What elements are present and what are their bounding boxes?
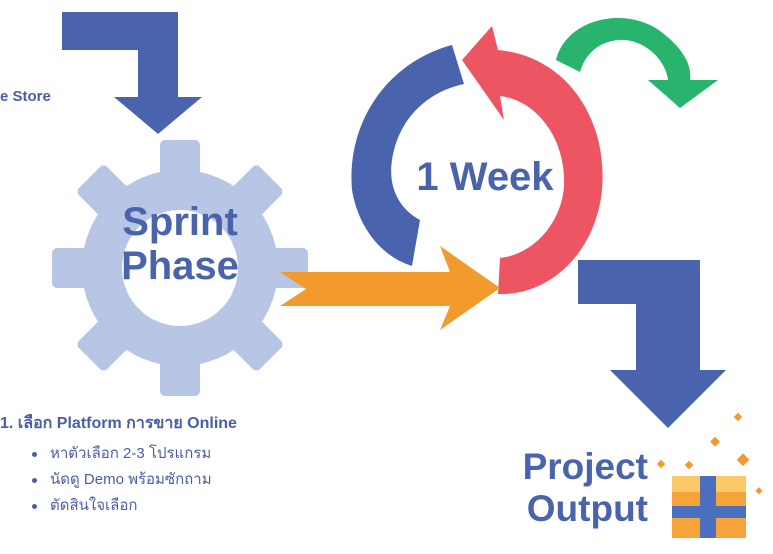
- output-title-line2: Output: [526, 488, 648, 529]
- cycle-arrows-icon: [351, 26, 603, 295]
- sparkle-icon: [656, 412, 763, 495]
- list-item: นัดดู Demo พร้อมซักถาม: [30, 470, 212, 496]
- gift-box-icon: [672, 476, 746, 538]
- right-arrow-icon: [280, 246, 500, 330]
- sprint-title-line1: Sprint: [122, 200, 238, 244]
- list-item: ตัดสินใจเลือก: [30, 496, 212, 522]
- store-label: e Store: [0, 88, 51, 105]
- curved-arrow-icon: [556, 17, 718, 109]
- list-item: หาตัวเลือก 2-3 โปรแกรม: [30, 444, 212, 470]
- cycle-duration-label: 1 Week: [416, 155, 554, 199]
- sprint-title-line2: Phase: [121, 244, 239, 288]
- step-bullet-list: หาตัวเลือก 2-3 โปรแกรม นัดดู Demo พร้อมซ…: [8, 444, 212, 522]
- down-arrow-icon: [578, 260, 726, 428]
- output-title-line1: Project: [522, 446, 648, 487]
- down-arrow-icon: [62, 12, 202, 134]
- gear-icon: [52, 140, 308, 396]
- step-title: 1. เลือก Platform การขาย Online: [0, 415, 237, 432]
